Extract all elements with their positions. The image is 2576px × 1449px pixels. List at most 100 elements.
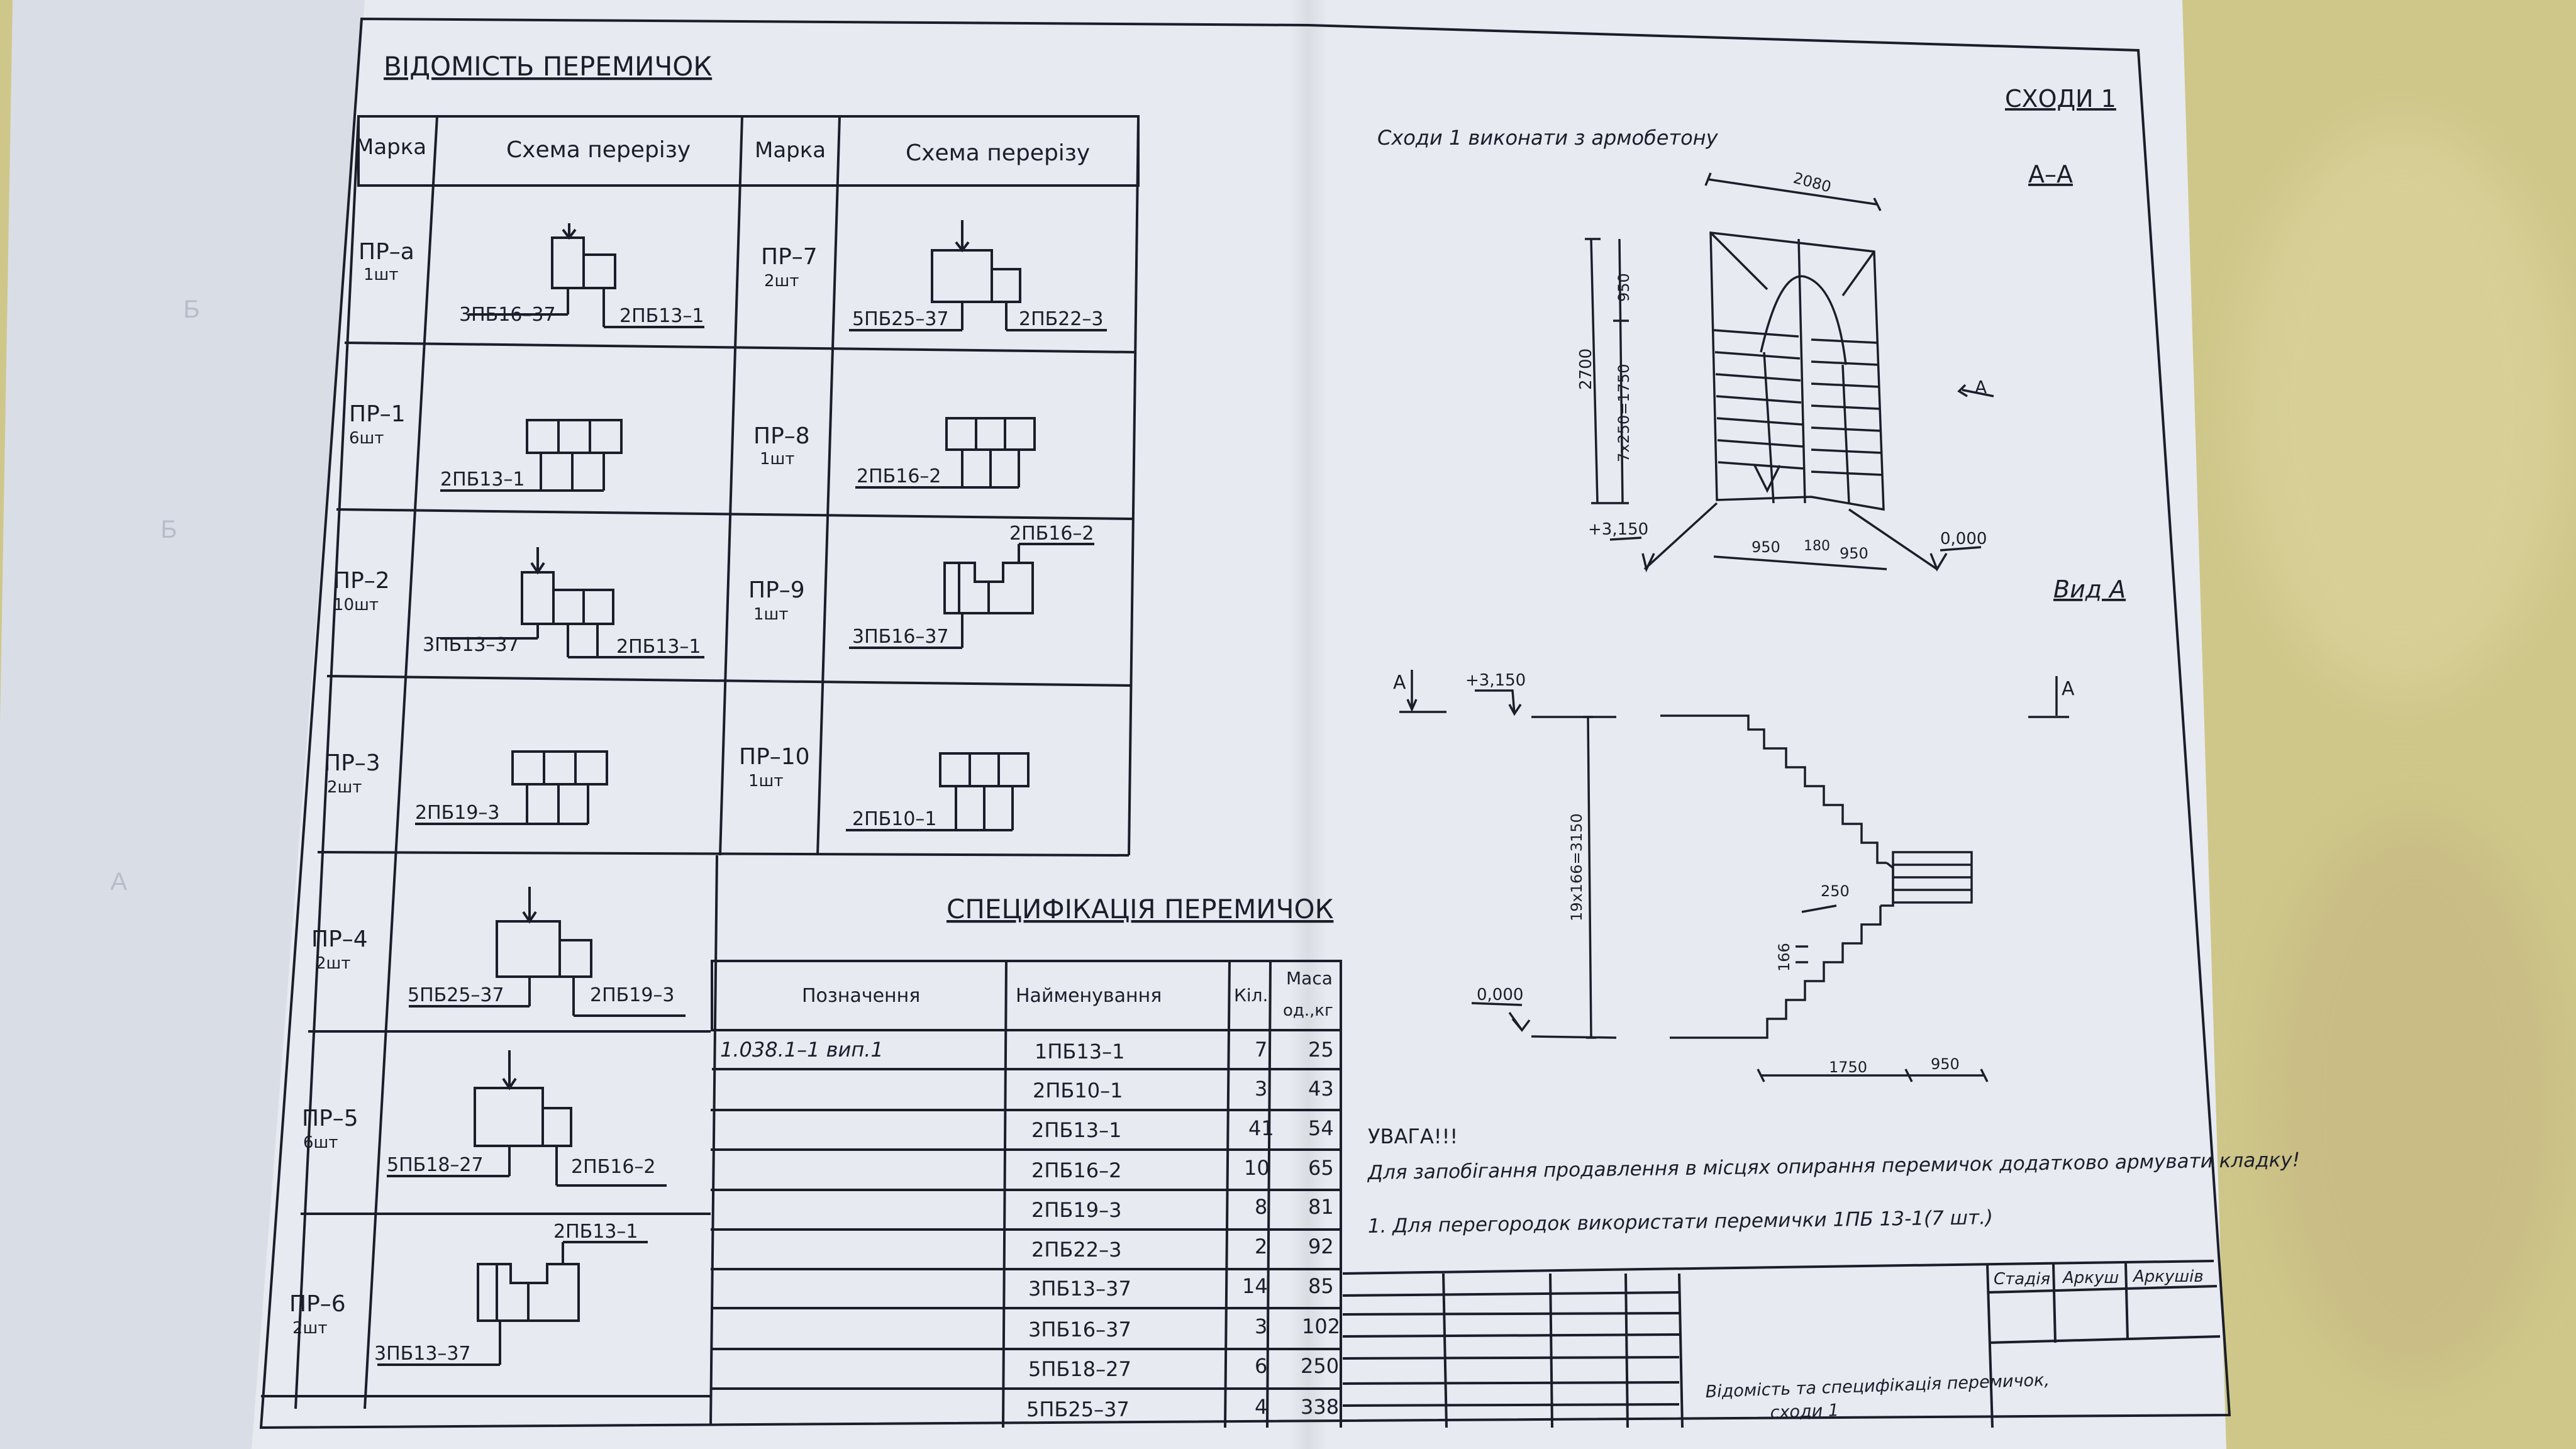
scheme-label: 2ПБ13–1	[619, 305, 704, 327]
section-aa-label: А–А	[2028, 160, 2073, 188]
dim-h-top: 950	[1615, 273, 1633, 302]
stairs-dims: 2080 2700 950 7x250=1750 +3,150 0,000 95…	[1577, 169, 1987, 562]
tb-title-1: Відомість та специфікація перемичок,	[1705, 1370, 2050, 1402]
row-mark: ПР–10	[739, 744, 810, 770]
header-mark-2: Марка	[755, 138, 826, 163]
spec-row-qty: 3	[1255, 1314, 1267, 1338]
tb-stage: Стадія	[1994, 1270, 2050, 1289]
scheme-label: 2ПБ16–2	[571, 1156, 656, 1178]
spec-row-qty: 14	[1242, 1274, 1268, 1298]
spec-row-name: 2ПБ19–3	[1031, 1198, 1121, 1222]
spec-row-name: 2ПБ16–2	[1031, 1158, 1121, 1182]
spec-row-name: 2ПБ10–1	[1033, 1079, 1123, 1102]
scheme-label: 2ПБ19–3	[590, 984, 675, 1006]
spec-row-name: 5ПБ25–37	[1026, 1397, 1130, 1421]
row-mark: ПР–3	[324, 750, 380, 776]
tb-sheets: Аркушів	[2132, 1267, 2204, 1286]
spec-row-mass: 338	[1301, 1395, 1339, 1419]
dim-h-flight: 7x250=1750	[1615, 364, 1633, 462]
spec-row-name: 2ПБ13–1	[1031, 1118, 1121, 1142]
dim-bottom-right: 950	[1840, 545, 1868, 562]
row-mark: ПР–а	[358, 239, 414, 265]
spec-row-name: 5ПБ18–27	[1028, 1357, 1131, 1381]
spec-row-qty: 8	[1255, 1195, 1267, 1219]
scheme-label: 5ПБ18–27	[387, 1154, 484, 1176]
spec-row-name: 1ПБ13–1	[1035, 1040, 1124, 1063]
warning-title: УВАГА!!!	[1368, 1124, 1458, 1148]
cut-mark: А	[1393, 672, 1406, 694]
scheme-label: 3ПБ16–37	[852, 626, 949, 648]
row-qty: 2шт	[292, 1319, 327, 1338]
row-mark: ПР–4	[311, 926, 368, 952]
spec-row-qty: 6	[1255, 1354, 1267, 1378]
spec-row-mass: 54	[1308, 1116, 1334, 1140]
scheme-label: 2ПБ13–1	[616, 636, 701, 658]
lintel-schemes	[377, 220, 1107, 1366]
row-mark: ПР–9	[748, 577, 805, 603]
row-mark: ПР–7	[761, 244, 818, 270]
scheme-label: 2ПБ16–2	[1009, 523, 1094, 545]
row-mark: ПР–5	[302, 1106, 358, 1131]
dim-plan-right: 950	[1931, 1055, 1960, 1073]
warning-line: Для запобігання продавлення в місцях опи…	[1367, 1148, 2301, 1184]
row-qty: 2шт	[316, 954, 350, 973]
scheme-labels: 3ПБ16–37 2ПБ13–1 2ПБ13–1 3ПБ13–37 2ПБ13–…	[374, 304, 1104, 1365]
dim-height-total: 2700	[1577, 348, 1596, 390]
spec-row-mass: 92	[1308, 1235, 1334, 1258]
sheet-fold	[1289, 0, 1327, 1449]
dim-riser: 166	[1775, 943, 1793, 972]
spec-title: СПЕЦИФІКАЦІЯ ПЕРЕМИЧОК	[947, 894, 1333, 924]
vidomist-grid	[261, 115, 1140, 1425]
tb-title-2: сходи 1	[1770, 1401, 1839, 1423]
drawing-sheet	[252, 0, 2226, 1449]
spec-row-qty: 4	[1255, 1395, 1267, 1419]
spec-row-qty: 3	[1255, 1077, 1267, 1101]
title-block	[1342, 1260, 2221, 1428]
spec-row-name: 2ПБ22–3	[1031, 1238, 1121, 1262]
scheme-label: 2ПБ13–1	[440, 469, 525, 491]
row-qty: 1шт	[364, 265, 398, 284]
dim-plan-left: 1750	[1829, 1058, 1867, 1076]
stairs-view-a	[1399, 670, 2069, 1082]
stairs-note: Сходи 1 виконати з армобетону	[1377, 126, 1719, 150]
vidomist-title: ВІДОМІСТЬ ПЕРЕМИЧОК	[384, 51, 712, 82]
background-stain	[2264, 818, 2566, 1384]
view-a-label: Вид А	[2053, 575, 2126, 603]
stairs-title: СХОДИ 1	[2005, 85, 2116, 113]
scheme-label: 2ПБ19–3	[415, 802, 500, 824]
spec-row-mass: 85	[1308, 1274, 1334, 1298]
header-scheme-2: Схема перерізу	[906, 140, 1090, 166]
spec-row-mass: 65	[1308, 1156, 1334, 1180]
dim-elev-bottom: 0,000	[1940, 530, 1987, 548]
spec-row-name: 3ПБ16–37	[1028, 1318, 1131, 1341]
row-qty: 6шт	[303, 1133, 338, 1152]
dim-tread: 250	[1821, 882, 1850, 900]
scheme-label: 2ПБ13–1	[553, 1221, 638, 1243]
spec-rows: 1ПБ13–1 7 25 2ПБ10–1 3 43 2ПБ13–1 41 54 …	[1026, 1038, 1340, 1421]
row-qty: 2шт	[764, 272, 799, 291]
lintel-marks: ПР–а 1шт ПР–1 6шт ПР–2 10шт ПР–3 2шт ПР–…	[289, 239, 818, 1338]
dim-vert-total: 19x166=3150	[1568, 813, 1585, 921]
spec-row-mass: 102	[1302, 1314, 1340, 1338]
spec-header-name: Найменування	[1016, 985, 1162, 1007]
dim-elev-bottom: 0,000	[1477, 985, 1523, 1004]
scheme-label: 3ПБ13–37	[423, 634, 519, 656]
scheme-label: 5ПБ25–37	[408, 984, 504, 1006]
spec-row-mass: 25	[1308, 1038, 1334, 1062]
row-qty: 1шт	[748, 772, 783, 791]
spec-row-name: 3ПБ13–37	[1028, 1277, 1131, 1301]
spec-row-qty: 2	[1255, 1235, 1267, 1258]
row-qty: 1шт	[760, 450, 794, 469]
header-scheme: Схема перерізу	[506, 137, 691, 163]
view-a-dims: А А +3,150 0,000 19x166=3150 250 166 175…	[1393, 671, 2075, 1076]
row-qty: 1шт	[753, 605, 788, 624]
row-mark: ПР–2	[333, 568, 390, 594]
dim-bottom-left: 950	[1752, 538, 1780, 556]
row-qty: 2шт	[327, 778, 362, 797]
spec-header-mass: Маса	[1286, 968, 1333, 989]
spec-row-mass: 250	[1301, 1354, 1339, 1378]
cut-mark: А	[2062, 678, 2075, 700]
scheme-label: 5ПБ25–37	[852, 308, 949, 330]
spec-row-mass: 81	[1308, 1195, 1334, 1219]
stairs-section-aa	[1585, 172, 1994, 573]
